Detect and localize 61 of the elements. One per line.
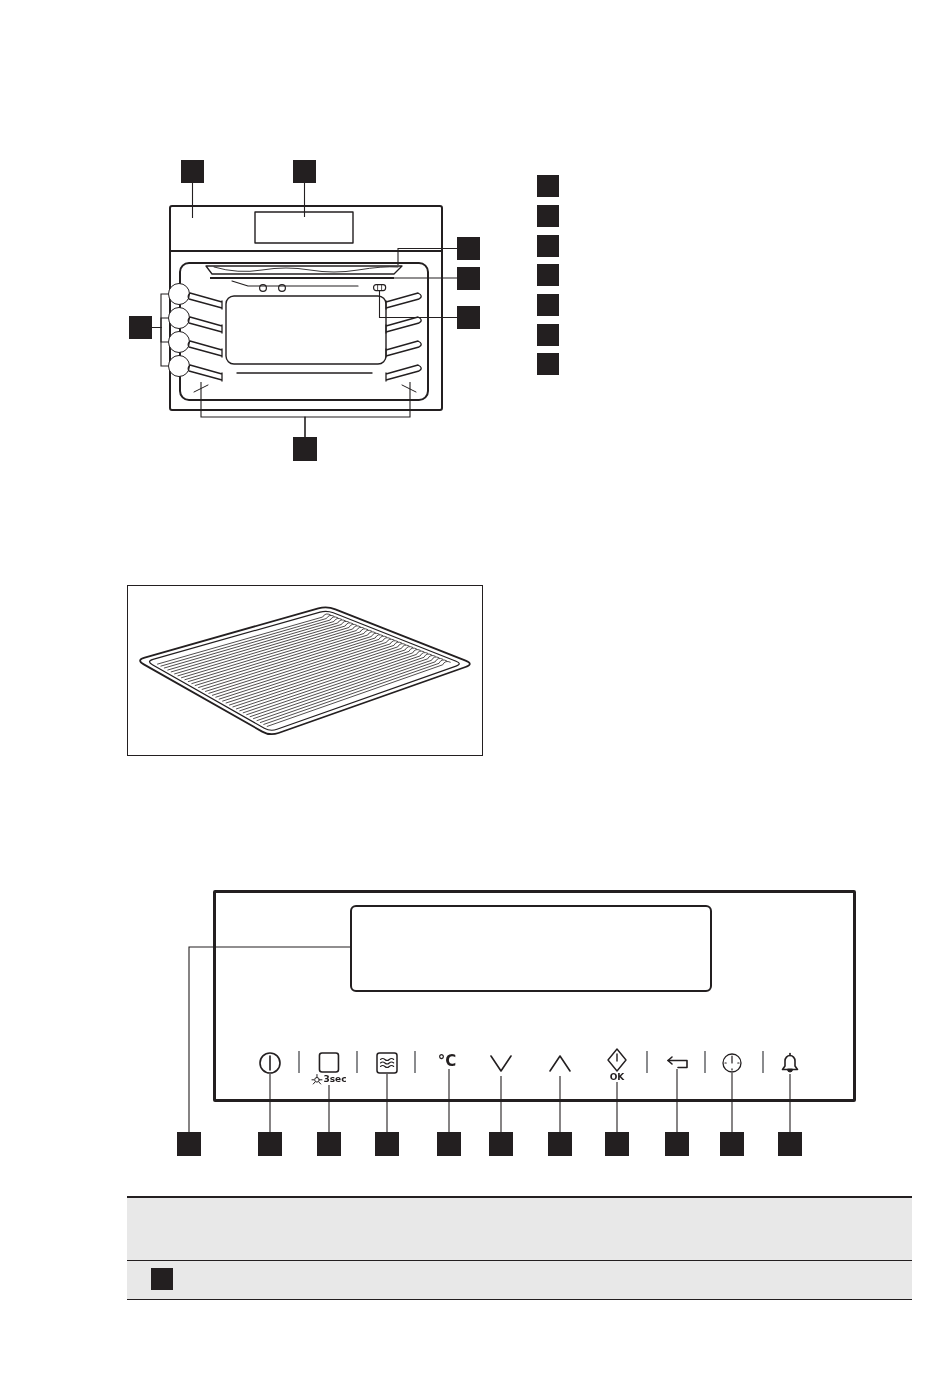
callout-square — [778, 1132, 802, 1156]
callout-square — [548, 1132, 572, 1156]
callout-square — [457, 306, 480, 329]
callout-square — [537, 175, 559, 197]
leader-line — [378, 290, 458, 319]
leader-line — [188, 946, 351, 1133]
callout-square — [457, 237, 480, 260]
leader-line — [304, 381, 411, 438]
callout-square — [293, 437, 317, 461]
bell-icon — [780, 1052, 800, 1074]
grill-element-icon — [205, 265, 403, 275]
leader-line — [789, 1073, 791, 1133]
callout-square — [129, 316, 152, 339]
callout-square — [151, 1268, 173, 1290]
level-circle — [168, 307, 190, 329]
callout-square — [537, 205, 559, 227]
leader-line — [448, 1068, 450, 1133]
leader-line — [397, 247, 458, 266]
level-circle — [168, 331, 190, 353]
callout-square — [317, 1132, 341, 1156]
leader-line — [500, 1075, 502, 1133]
leader-line — [151, 326, 169, 367]
leader-line — [328, 1084, 330, 1133]
callout-square — [258, 1132, 282, 1156]
wavy-lines-icon — [376, 1052, 398, 1074]
leader-line — [269, 1073, 271, 1133]
callout-square — [605, 1132, 629, 1156]
clock-icon — [722, 1053, 742, 1073]
level-circle — [168, 283, 190, 305]
callout-square — [293, 160, 316, 183]
lamp-icon — [373, 284, 386, 291]
callout-square — [489, 1132, 513, 1156]
callout-square — [537, 235, 559, 257]
duration-label: 3sec — [323, 1075, 347, 1084]
callout-square — [437, 1132, 461, 1156]
display-window — [350, 905, 712, 992]
back-arrow-icon — [665, 1056, 689, 1069]
leader-line — [191, 182, 194, 219]
leader-line — [386, 1073, 388, 1133]
callout-square — [720, 1132, 744, 1156]
callout-square — [537, 353, 559, 375]
leader-line — [303, 182, 306, 218]
leader-line — [393, 277, 458, 279]
ok-label: OK — [609, 1073, 625, 1082]
callout-square — [181, 160, 204, 183]
celsius-label: °C — [437, 1054, 457, 1069]
leader-line — [559, 1075, 561, 1133]
level-circle — [168, 355, 190, 377]
callout-square — [665, 1132, 689, 1156]
leader-line — [676, 1068, 678, 1133]
callout-square — [537, 324, 559, 346]
callout-square — [537, 264, 559, 286]
callout-square — [457, 266, 480, 290]
leader-line — [616, 1081, 618, 1133]
heating-element-line — [210, 277, 394, 279]
callout-square — [177, 1132, 201, 1156]
callout-square — [375, 1132, 399, 1156]
shelf-runner-icon — [186, 290, 226, 382]
power-icon — [259, 1052, 281, 1074]
leader-line — [731, 1072, 733, 1133]
callout-square — [537, 294, 559, 316]
